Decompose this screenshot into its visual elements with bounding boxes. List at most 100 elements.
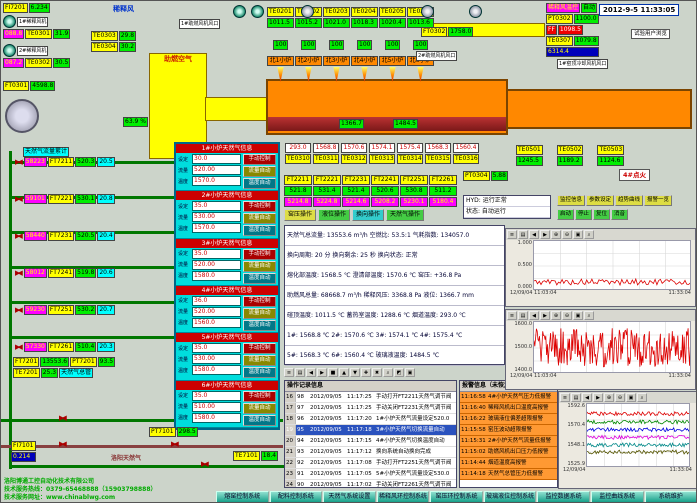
- table-row[interactable]: 16 98 2012/09/05 11:17:25 手动打开FT2211天然气调…: [285, 392, 456, 403]
- setpoint-field[interactable]: 35.0: [192, 390, 241, 401]
- chart-tool-button[interactable]: ◀: [529, 311, 539, 320]
- alarm-row[interactable]: 11:15:31 2#小炉天然气流量低报警: [460, 436, 557, 447]
- valve-icon[interactable]: ▶◀: [15, 343, 23, 351]
- operation-button[interactable]: 液位操作: [318, 209, 351, 221]
- cooling-fan-icon[interactable]: [469, 5, 482, 18]
- temp-auto-button[interactable]: 温度自动: [243, 319, 276, 331]
- combustion-fan-icon[interactable]: [251, 5, 264, 18]
- chart-tool-button[interactable]: ⊕: [551, 311, 561, 320]
- chart-tool-button[interactable]: ▶: [540, 311, 550, 320]
- operation-button[interactable]: 天然气操作: [386, 209, 425, 221]
- cooling-fan-icon[interactable]: [421, 5, 434, 18]
- table-row[interactable]: 18 96 2012/09/05 11:17:20 1#小炉天然气流量设定520…: [285, 414, 456, 425]
- chart-tool-button[interactable]: ≡: [507, 230, 517, 239]
- cooling-fan-icon[interactable]: [301, 5, 314, 18]
- valve-icon[interactable]: ▶◀: [15, 158, 23, 166]
- temp-field[interactable]: 1580.0: [192, 412, 241, 423]
- toolbar-icon[interactable]: ✚: [361, 368, 371, 377]
- manual-control-button[interactable]: 手动控制: [243, 248, 276, 260]
- nav-button[interactable]: 监控曲线系统: [590, 491, 644, 502]
- panel-button[interactable]: 复位: [593, 209, 611, 220]
- toolbar-icon[interactable]: ▣: [405, 368, 415, 377]
- table-row[interactable]: 23 91 2012/09/05 11:17:05 5#小炉天然气流量设定530…: [285, 469, 456, 480]
- toolbar-icon[interactable]: ▶: [317, 368, 327, 377]
- chart-tool-button[interactable]: ⊕: [551, 230, 561, 239]
- alarm-row[interactable]: 11:16:58 4#小炉天然气压力低报警: [460, 392, 557, 403]
- panel-button[interactable]: 报警一览: [644, 195, 673, 206]
- panel-button[interactable]: 停止: [575, 209, 593, 220]
- flow-field[interactable]: 510.00: [192, 401, 241, 412]
- alarm-row[interactable]: 11:14:18 天然气总管压力低报警: [460, 469, 557, 480]
- nav-button[interactable]: 配料控制系统: [269, 491, 323, 502]
- burner-port[interactable]: TE0206 1013.6 100 北6小炉: [407, 7, 434, 82]
- setpoint-field[interactable]: 35.0: [192, 248, 241, 259]
- toolbar-icon[interactable]: ▤: [295, 368, 305, 377]
- temp-auto-button[interactable]: 温度自动: [243, 225, 276, 237]
- nav-button[interactable]: 窑压环控制系统: [430, 491, 483, 502]
- combustion-fan-icon[interactable]: [233, 5, 246, 18]
- nav-button[interactable]: 稀释风环控制系统: [376, 491, 430, 502]
- manual-control-button[interactable]: 手动控制: [243, 390, 276, 402]
- toolbar-icon[interactable]: ▼: [350, 368, 360, 377]
- flow-field[interactable]: 520.00: [192, 306, 241, 317]
- operation-button[interactable]: 换向操作: [352, 209, 385, 221]
- chart-tool-button[interactable]: ▤: [518, 311, 528, 320]
- chart-tool-button[interactable]: ◀: [582, 393, 592, 402]
- chart-tool-button[interactable]: ≡: [560, 393, 570, 402]
- temp-field[interactable]: 1570.0: [192, 223, 241, 234]
- temp-field[interactable]: 1580.0: [192, 365, 241, 376]
- table-row[interactable]: 24 90 2012/09/05 11:17:02 手动关闭FT2261天然气调…: [285, 480, 456, 487]
- flow-field[interactable]: 530.00: [192, 354, 241, 365]
- burner-port[interactable]: TE0202 1015.2 100 北2小炉: [295, 7, 322, 82]
- alarm-row[interactable]: 11:15:58 窑压波动超限报警: [460, 425, 557, 436]
- toolbar-icon[interactable]: ◩: [394, 368, 404, 377]
- manual-control-button[interactable]: 手动控制: [243, 295, 276, 307]
- flow-field[interactable]: 520.00: [192, 165, 241, 175]
- valve-icon[interactable]: ▶◀: [59, 414, 67, 422]
- chart-tool-button[interactable]: ▤: [518, 230, 528, 239]
- chart-tool-button[interactable]: ▤: [571, 393, 581, 402]
- setpoint-field[interactable]: 36.0: [192, 295, 241, 306]
- alarm-row[interactable]: 11:15:02 助燃风机出口压力低报警: [460, 447, 557, 458]
- working-end[interactable]: [506, 89, 692, 129]
- fan-icon[interactable]: [3, 44, 16, 57]
- toolbar-icon[interactable]: ≡: [284, 368, 294, 377]
- toolbar-icon[interactable]: ✖: [372, 368, 382, 377]
- chart-tool-button[interactable]: ▣: [573, 230, 583, 239]
- temp-auto-button[interactable]: 温度自动: [243, 414, 276, 426]
- valve-icon[interactable]: ▶◀: [59, 440, 67, 448]
- blower-icon[interactable]: [5, 99, 39, 133]
- setpoint-field[interactable]: 30.0: [192, 154, 241, 164]
- nav-button[interactable]: 玻璃液位控制系统: [483, 491, 537, 502]
- fan-icon[interactable]: [3, 15, 16, 28]
- chart-tool-button[interactable]: ⊖: [615, 393, 625, 402]
- temp-field[interactable]: 1580.0: [192, 270, 241, 281]
- plot-area[interactable]: [533, 240, 691, 290]
- burner-port[interactable]: TE0201 1011.5 100 北1小炉: [267, 7, 294, 82]
- manual-control-button[interactable]: 手动控制: [243, 343, 276, 355]
- valve-icon[interactable]: ▶◀: [15, 195, 23, 203]
- chart-tool-button[interactable]: ⊖: [562, 230, 572, 239]
- toolbar-icon[interactable]: ▲: [339, 368, 349, 377]
- toolbar-icon[interactable]: ■: [328, 368, 338, 377]
- flow-auto-button[interactable]: 流量自动: [243, 260, 276, 272]
- table-row[interactable]: 19 95 2012/09/05 11:17:18 3#小炉天然气切换流量自动: [285, 425, 456, 436]
- valve-icon[interactable]: ▶◀: [15, 269, 23, 277]
- panel-button[interactable]: 启动: [557, 209, 575, 220]
- flow-field[interactable]: 520.00: [192, 259, 241, 270]
- flow-auto-button[interactable]: 流量自动: [243, 213, 276, 225]
- table-row[interactable]: 17 97 2012/09/05 11:17:25 手动关闭FT2231天然气调…: [285, 403, 456, 414]
- table-row[interactable]: 22 92 2012/09/05 11:17:08 手动打开FT2251天然气调…: [285, 458, 456, 469]
- flow-auto-button[interactable]: 流量自动: [243, 402, 276, 414]
- manual-control-button[interactable]: 手动控制: [243, 201, 276, 213]
- chart-tool-button[interactable]: ⌕: [584, 311, 594, 320]
- flow-field[interactable]: 530.00: [192, 212, 241, 223]
- chart-tool-button[interactable]: ≡: [507, 311, 517, 320]
- alarm-row[interactable]: 11:16:22 玻璃液位偏差超限报警: [460, 414, 557, 425]
- burner-port[interactable]: TE0204 1018.3 100 北4小炉: [351, 7, 378, 82]
- panel-button[interactable]: 参数设定: [586, 195, 615, 206]
- nav-button[interactable]: 监控数据系统: [537, 491, 590, 502]
- nav-button[interactable]: 系统维护: [644, 491, 696, 502]
- chart-tool-button[interactable]: ▶: [593, 393, 603, 402]
- temp-auto-button[interactable]: 温度自动: [243, 367, 276, 379]
